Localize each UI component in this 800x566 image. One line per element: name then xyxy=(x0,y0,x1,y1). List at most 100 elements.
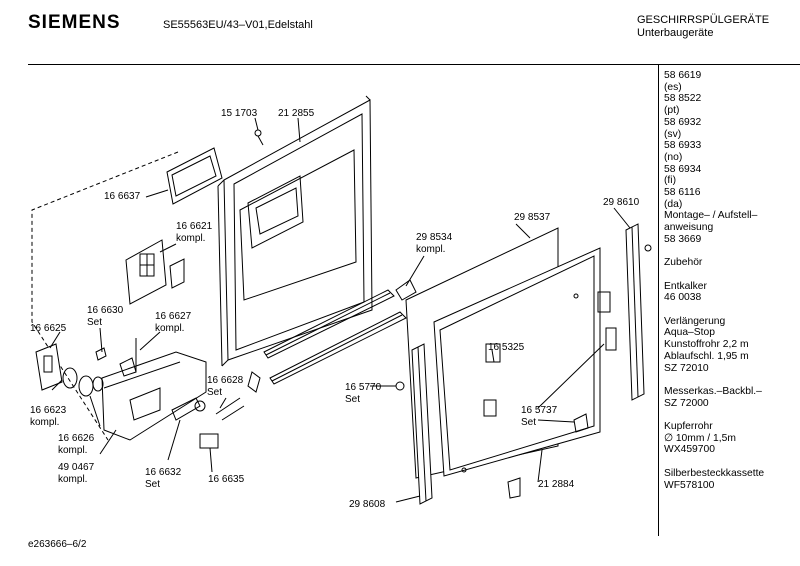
sidebar-line: SZ 72010 xyxy=(664,362,709,374)
part-number: 16 6621 xyxy=(176,221,213,232)
drawing-id: e263666–6/2 xyxy=(28,539,87,550)
part-number: 16 6630 xyxy=(87,305,124,316)
part-label-15-1703: 15 1703 xyxy=(221,108,258,119)
control-module xyxy=(101,351,207,441)
part-note: kompl. xyxy=(176,232,206,244)
ring-3 xyxy=(92,376,104,392)
sidebar-line: Entkalker xyxy=(664,280,707,292)
brand-logo: SIEMENS xyxy=(28,12,121,33)
part-number: 16 6628 xyxy=(207,375,244,386)
sidebar-line: (no) xyxy=(664,151,683,163)
part-label-16-5325: 16 5325 xyxy=(488,342,525,353)
plug xyxy=(395,381,405,391)
right-side-strip xyxy=(625,223,652,401)
part-number: 16 6623 xyxy=(30,405,67,416)
sidebar-line: 58 3669 xyxy=(664,233,702,245)
model-number: SE55563EU/43–V01,Edelstahl xyxy=(163,19,313,31)
switch-16-6635 xyxy=(199,433,219,449)
sidebar-line: 58 6619 xyxy=(664,70,702,81)
part-note: Set xyxy=(145,478,161,490)
rail-clip xyxy=(395,279,417,301)
sidebar-line: (fi) xyxy=(664,175,677,187)
accessories-sidebar: 58 6619(es)58 8522(pt)58 6932(sv)58 6933… xyxy=(664,70,764,491)
springs-16-6628 xyxy=(215,397,245,421)
latch-part xyxy=(485,343,501,363)
ring-small xyxy=(194,400,206,412)
category-line-2: Unterbaugeräte xyxy=(637,27,714,39)
part-label-16-6637: 16 6637 xyxy=(104,191,141,202)
part-number: 16 6632 xyxy=(145,467,182,478)
screw xyxy=(254,129,264,146)
part-label-29-8537: 29 8537 xyxy=(514,212,551,223)
sidebar-line: Aqua–Stop xyxy=(664,327,715,339)
control-bracket xyxy=(125,239,185,305)
part-note: kompl. xyxy=(30,416,60,428)
part-note: kompl. xyxy=(58,444,88,456)
part-label-29-8608: 29 8608 xyxy=(349,499,386,510)
assembly-dashed-outline xyxy=(31,151,179,441)
part-number: 16 5770 xyxy=(345,382,382,393)
sidebar-line: Ablaufschl. 1,95 m xyxy=(664,350,749,362)
ring-2 xyxy=(78,375,94,397)
part-label-16-6625: 16 6625 xyxy=(30,323,67,334)
sidebar-line: 58 6933 xyxy=(664,140,702,152)
sidebar-line: ∅ 10mm / 1,5m xyxy=(664,432,736,444)
bottom-clip xyxy=(507,477,521,499)
sidebar-line: WF578100 xyxy=(664,479,715,491)
sidebar-line: WX459700 xyxy=(664,444,715,456)
part-number: 16 6626 xyxy=(58,433,95,444)
sidebar-line: 58 6932 xyxy=(664,116,702,128)
part-number: 29 8534 xyxy=(416,232,453,243)
category-title: GESCHIRRSPÜLGERÄTE Unterbaugeräte xyxy=(637,14,769,40)
sidebar-line: anweisung xyxy=(664,222,714,234)
part-label-21-2855: 21 2855 xyxy=(278,108,315,119)
sidebar-line: Kunstoffrohr 2,2 m xyxy=(664,339,749,351)
sidebar-line: (es) xyxy=(664,81,682,93)
set-16-6630 xyxy=(95,347,107,361)
sidebar-line: Messerkas.–Backbl.– xyxy=(664,385,762,397)
sidebar-line: 58 6934 xyxy=(664,163,702,175)
sidebar-line: (pt) xyxy=(664,105,680,117)
outer-front-panel xyxy=(405,227,601,479)
left-side-strip xyxy=(411,343,433,505)
ring-1 xyxy=(62,367,78,389)
sidebar-line: 58 6116 xyxy=(664,187,701,199)
sidebar-line: 58 8522 xyxy=(664,93,702,105)
sidebar-line: SZ 72000 xyxy=(664,397,709,409)
part-note: Set xyxy=(345,393,361,405)
sidebar-line: Verlängerung xyxy=(664,315,726,327)
program-knob xyxy=(35,343,63,391)
part-note: Set xyxy=(87,316,103,328)
sidebar-line: Kupferrohr xyxy=(664,421,713,433)
seal-frame xyxy=(166,147,223,205)
header-divider xyxy=(28,64,800,65)
sidebar-line: Montage– / Aufstell– xyxy=(664,210,758,222)
inner-door-panel xyxy=(217,95,373,367)
part-number: 49 0467 xyxy=(58,462,95,473)
part-note: kompl. xyxy=(416,243,446,255)
sidebar-line: 46 0038 xyxy=(664,292,702,304)
part-note: Set xyxy=(521,416,537,428)
latch-part-lower xyxy=(483,399,497,417)
part-note: Set xyxy=(207,386,223,398)
part-number: 16 5737 xyxy=(521,405,558,416)
foot-clip xyxy=(573,413,589,433)
category-line-1: GESCHIRRSPÜLGERÄTE xyxy=(637,14,770,26)
part-label-16-6635: 16 6635 xyxy=(208,474,245,485)
part-label-21-2884: 21 2884 xyxy=(538,479,575,490)
hinge-clip xyxy=(247,371,261,393)
sidebar-line: (da) xyxy=(664,198,683,210)
sidebar-line: Silberbesteckkassette xyxy=(664,467,765,479)
